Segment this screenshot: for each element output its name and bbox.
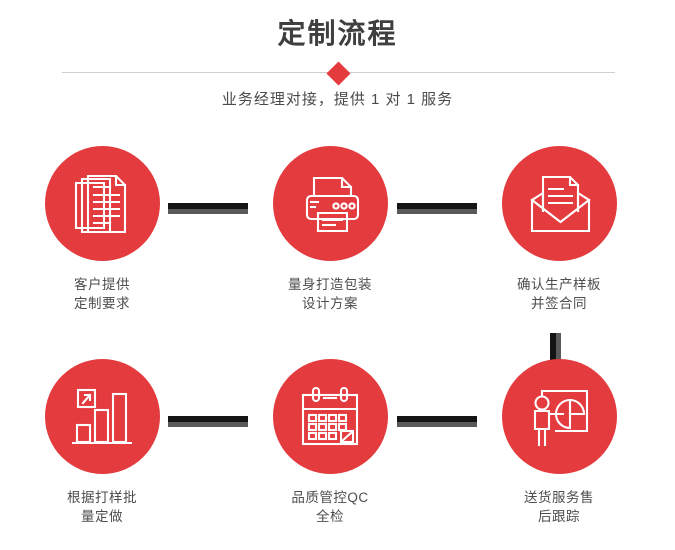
flow-step-2: 量身打造包装 设计方案 bbox=[250, 146, 410, 313]
process-flow-diagram: 客户提供 定制要求 量身打造包装 设计方案 bbox=[0, 130, 675, 550]
flow-step-1-circle bbox=[44, 146, 160, 261]
flow-step-3-circle bbox=[501, 146, 617, 261]
flow-step-5-label: 品质管控QC 全检 bbox=[291, 490, 369, 524]
connector-step1-step2 bbox=[168, 203, 248, 214]
title-divider bbox=[62, 60, 615, 86]
flow-step-4: 根据打样批 量定做 bbox=[22, 359, 182, 526]
flow-step-3-label: 确认生产样板 并签合同 bbox=[517, 277, 601, 311]
connector-bar-dark bbox=[550, 333, 556, 370]
printer-icon bbox=[297, 171, 363, 237]
connector-step3-step6 bbox=[550, 333, 561, 370]
connector-bar-dark bbox=[168, 203, 248, 209]
flow-step-3: 确认生产样板 并签合同 bbox=[479, 146, 639, 313]
flow-step-5: 品质管控QC 全检 bbox=[250, 359, 410, 526]
connector-bar-light bbox=[397, 422, 477, 427]
header: 定制流程 业务经理对接，提供 1 对 1 服务 bbox=[0, 0, 675, 130]
flow-step-6: 送货服务售 后跟踪 bbox=[479, 359, 639, 526]
page-subtitle: 业务经理对接，提供 1 对 1 服务 bbox=[221, 91, 454, 108]
page-title: 定制流程 bbox=[277, 18, 398, 49]
flow-step-4-circle bbox=[44, 359, 160, 474]
flow-step-4-label: 根据打样批 量定做 bbox=[67, 490, 137, 524]
connector-bar-light bbox=[168, 209, 248, 214]
connector-bar-dark bbox=[397, 203, 477, 209]
connector-step2-step3 bbox=[397, 203, 477, 214]
connector-step4-step5 bbox=[168, 416, 248, 427]
flow-step-1: 客户提供 定制要求 bbox=[22, 146, 182, 313]
envelope-letter-icon bbox=[526, 171, 592, 237]
flow-step-6-circle bbox=[501, 359, 617, 474]
connector-step5-step6 bbox=[397, 416, 477, 427]
connector-bar-light bbox=[397, 209, 477, 214]
connector-bar-dark bbox=[168, 416, 248, 422]
documents-stack-icon bbox=[69, 171, 135, 237]
connector-bar-light bbox=[556, 333, 561, 370]
flow-step-5-circle bbox=[272, 359, 388, 474]
flow-step-1-label: 客户提供 定制要求 bbox=[74, 277, 130, 311]
presenter-pie-chart-icon bbox=[526, 384, 592, 450]
bar-chart-growth-icon bbox=[69, 384, 135, 450]
connector-bar-light bbox=[168, 422, 248, 427]
flow-step-2-circle bbox=[272, 146, 388, 261]
calendar-check-icon bbox=[297, 384, 363, 450]
diamond-icon bbox=[326, 60, 351, 86]
flow-step-6-label: 送货服务售 后跟踪 bbox=[524, 490, 594, 524]
connector-bar-dark bbox=[397, 416, 477, 422]
flow-step-2-label: 量身打造包装 设计方案 bbox=[288, 277, 372, 311]
